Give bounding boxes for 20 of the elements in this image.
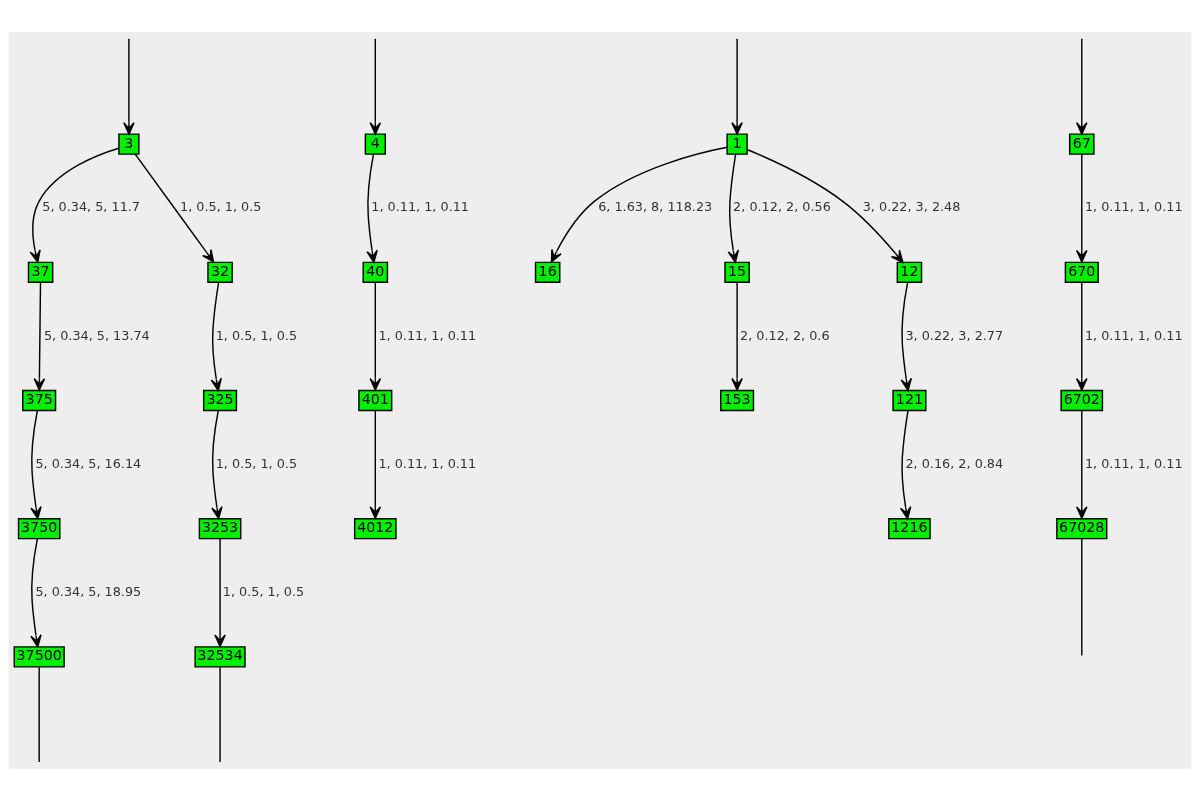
edge-label: 1, 0.11, 1, 0.11 [1084, 455, 1183, 471]
edge-label: 1, 0.11, 1, 0.11 [1084, 327, 1183, 343]
edge-label: 1, 0.5, 1, 0.5 [222, 583, 305, 599]
edge-label: 3, 0.22, 3, 2.77 [905, 327, 1004, 343]
edge-label: 5, 0.34, 5, 13.74 [43, 327, 150, 343]
edge-label: 1, 0.11, 1, 0.11 [378, 327, 477, 343]
edge-label: 1, 0.11, 1, 0.11 [371, 198, 470, 214]
edge-label: 5, 0.34, 5, 16.14 [35, 455, 142, 471]
edge-label: 1, 0.11, 1, 0.11 [1084, 198, 1183, 214]
edge-label: 1, 0.11, 1, 0.11 [378, 455, 477, 471]
edge-label: 1, 0.5, 1, 0.5 [215, 455, 298, 471]
edge-label: 2, 0.12, 2, 0.6 [740, 327, 830, 343]
edge-label: 3, 0.22, 3, 2.48 [862, 198, 961, 214]
edge-label: 2, 0.16, 2, 0.84 [905, 455, 1004, 471]
edge-label: 2, 0.12, 2, 0.56 [733, 198, 831, 214]
edge-label: 1, 0.5, 1, 0.5 [180, 198, 262, 214]
edge-label: 5, 0.34, 5, 18.95 [35, 583, 142, 599]
edge-label: 5, 0.34, 5, 11.7 [42, 198, 141, 214]
edge-label: 1, 0.5, 1, 0.5 [215, 327, 298, 343]
edge-label: 6, 1.63, 8, 118.23 [598, 198, 713, 214]
